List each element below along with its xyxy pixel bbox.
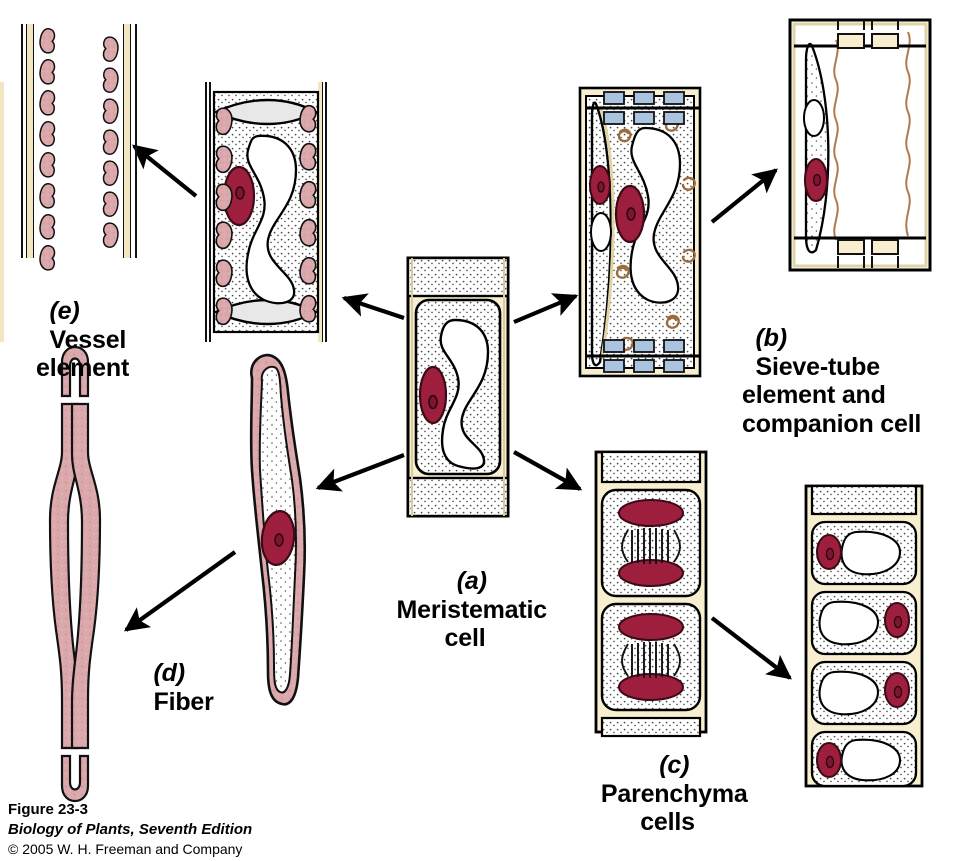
label-b-sieve-tube: (b) Sieve-tube element and companion cel… (742, 295, 921, 439)
arrow-parenchyma-mature (710, 616, 792, 680)
fiber-developing (249, 353, 307, 706)
vessel-element-mature (21, 24, 137, 271)
arrow-to-sieve-tube (513, 293, 579, 324)
label-b-text: Sieve-tube element and companion cell (742, 352, 922, 439)
meristematic-cell-group (406, 256, 510, 518)
label-b-letter: (b) (755, 323, 788, 352)
sieve-plate-bottom (586, 339, 700, 373)
label-a-meristematic-cell: (a) Meristematic cell (340, 538, 590, 653)
label-e-vessel-element: (e) Vessel element (36, 268, 129, 383)
caption-copyright: © 2005 W. H. Freeman and Company (8, 840, 243, 857)
arrow-to-vessel (341, 293, 405, 320)
vessel-element-developing (0, 82, 327, 342)
arrow-fiber-mature (124, 550, 237, 632)
sieve-plate-pores-top (794, 20, 926, 49)
label-d-text: Fiber (153, 687, 214, 716)
label-e-text: Vessel element (36, 325, 130, 383)
caption-source-title: Biology of Plants, Seventh Edition (8, 820, 253, 838)
differentiation-arrows (315, 293, 583, 492)
arrow-sieve-mature (710, 168, 778, 224)
sieve-tube-developing (578, 86, 702, 378)
arrow-to-parenchyma (512, 450, 583, 491)
mitotic-spindle-2 (621, 642, 681, 678)
sieve-plate-pores-bottom (794, 236, 926, 268)
label-c-text: Parenchyma cells (600, 779, 748, 837)
label-d-fiber: (d) Fiber (140, 630, 214, 716)
arrow-vessel-mature (132, 144, 198, 198)
label-d-letter: (d) (153, 658, 186, 687)
label-e-letter: (e) (49, 296, 80, 325)
arrow-to-fiber (315, 453, 405, 492)
fiber-mature (48, 346, 102, 802)
label-a-letter: (a) (456, 566, 487, 595)
label-c-letter: (c) (659, 750, 690, 779)
sieve-tube-mature (788, 18, 932, 272)
label-a-text: Meristematic cell (396, 595, 548, 653)
parenchyma-dividing (594, 450, 708, 738)
mitotic-spindle-1 (621, 528, 681, 564)
figure-caption: Figure 23-3 Biology of Plants, Seventh E… (8, 800, 252, 858)
label-c-parenchyma-cells: (c) Parenchyma cells (555, 722, 780, 837)
sieve-plate-top (586, 91, 700, 125)
caption-figure-number: Figure 23-3 (8, 801, 89, 818)
parenchyma-mature (804, 484, 924, 788)
